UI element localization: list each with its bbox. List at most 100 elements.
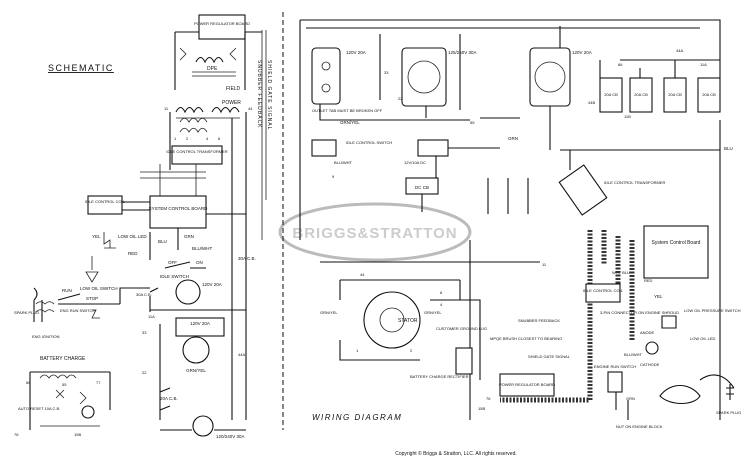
sch-power-regulator-label: POWER REGULATOR BOARD bbox=[194, 21, 250, 26]
wd-low-oil-pressure-label: LOW OIL PRESSURE SWITCH bbox=[684, 308, 741, 313]
sch-system-control-label: SYSTEM CONTROL BOARD bbox=[149, 206, 209, 211]
sch-low-oil-led-label: LOW OIL LED bbox=[118, 234, 147, 239]
wd-grn-yel-label: GRN/YEL bbox=[340, 120, 360, 125]
wd-wire-2: 2 bbox=[410, 348, 413, 353]
sch-wire-11a: 11A bbox=[148, 314, 155, 319]
wd-grn-label: GRN bbox=[508, 136, 518, 141]
wd-red-label: RED bbox=[644, 278, 653, 283]
wd-low-oil-led-label: LOW OIL LED bbox=[690, 336, 716, 341]
wd-wire-6: 6 bbox=[440, 290, 443, 295]
sch-blu-wht-label: BLU/WHT bbox=[192, 246, 213, 251]
wd-shield-gate-label: SHIELD GATE SIGNAL bbox=[528, 354, 571, 359]
sch-outlet-120v-20a-icon bbox=[175, 279, 201, 305]
sch-wire-15b: 15B bbox=[74, 432, 81, 437]
wd-stator-grn-yel-left: GRN/YEL bbox=[320, 310, 338, 315]
sch-on-label: ON bbox=[196, 260, 203, 265]
watermark-text: BRIGGS&STRATTON bbox=[292, 225, 457, 242]
wd-outlet-note: OUTLET TAB MUST BE BROKEN OFF bbox=[312, 108, 383, 113]
sch-run-label: RUN bbox=[62, 288, 72, 293]
wd-wire-1: 1 bbox=[356, 348, 359, 353]
watermark: BRIGGS&STRATTON bbox=[278, 202, 472, 262]
sch-snubber-feedback-label: SNUBBER FEEDBACK bbox=[256, 60, 262, 129]
wd-stator bbox=[363, 291, 421, 349]
sch-stop-label: STOP bbox=[86, 296, 98, 301]
wd-blu-wht-label: BLU/WHT bbox=[334, 160, 353, 165]
sch-wire-4: 4 bbox=[206, 136, 209, 141]
wd-wire-harness bbox=[500, 230, 635, 403]
sch-yel-label: YEL bbox=[92, 234, 101, 239]
wd-wire-4: 4 bbox=[440, 302, 443, 307]
sch-cb-30a-label: 30A C.B. bbox=[136, 292, 152, 297]
wd-dc-12v-receptacle bbox=[417, 139, 449, 157]
sch-idle-control-transformer bbox=[171, 145, 223, 165]
sch-cb-20a-label: 20A C.B. bbox=[160, 396, 178, 401]
wd-wire-44b: 44B bbox=[588, 100, 595, 105]
copyright-text: Copyright © Briggs & Stratton, LLC. All … bbox=[395, 450, 517, 457]
sch-field-label: FIELD bbox=[226, 86, 241, 92]
wd-stator-grn-yel-right: GRN/YEL bbox=[424, 310, 442, 315]
sch-duplex-outlet-icon bbox=[182, 336, 210, 364]
wd-yel-label: YEL bbox=[654, 294, 663, 299]
wd-outlet-120v-20a-a bbox=[311, 47, 341, 105]
sch-wire-44a: 44A bbox=[238, 352, 245, 357]
sch-wire-33: 33 bbox=[142, 330, 147, 335]
wd-blu-wht-b-label: BLU/WHT bbox=[624, 352, 643, 357]
wd-cb-20a-4 bbox=[697, 77, 721, 113]
sch-eng-ignition-label: ENG IGNITION bbox=[32, 334, 60, 339]
wd-system-control-board bbox=[643, 225, 709, 279]
sch-outlet-120-240v-icon bbox=[192, 415, 214, 437]
wd-power-regulator-board bbox=[499, 373, 555, 397]
wd-cb-20a-3-label: 20A CB bbox=[668, 92, 682, 97]
sch-battery-terminal-icon bbox=[81, 405, 95, 419]
wd-snubber-feedback-label: SNUBBER FEEDBACK bbox=[518, 318, 560, 323]
sch-idle-switch-label: IDLE SWITCH bbox=[160, 274, 189, 279]
wd-wire-33: 33 bbox=[384, 70, 389, 75]
sch-wire-1: 1 bbox=[174, 136, 177, 141]
wd-low-oil-pressure-switch-icon bbox=[661, 315, 677, 329]
wd-idle-control-switch-label: IDLE CONTROL SWITCH bbox=[346, 140, 392, 145]
sch-blu-label: BLU bbox=[158, 239, 167, 244]
sch-power-label: POWER bbox=[222, 100, 241, 106]
wd-wire-44: 44 bbox=[360, 272, 365, 277]
sch-battery-charge-label: BATTERY CHARGE bbox=[40, 356, 86, 362]
sch-spark-plug-label: SPARK PLUG bbox=[14, 310, 39, 315]
sch-auto-reset-label: AUTO RESET 10A C.B. bbox=[18, 406, 60, 411]
sch-wire-11: 11 bbox=[164, 106, 169, 111]
wd-idle-control-coil bbox=[585, 283, 621, 303]
sch-power-regulator-board bbox=[198, 14, 246, 40]
wd-wire-9: 9 bbox=[332, 174, 335, 179]
sch-cb-30a-b-label: 30A C.B. bbox=[238, 256, 256, 261]
sch-grn-label: GRN bbox=[184, 234, 194, 239]
sch-grn-yel-label: GRN/YEL bbox=[186, 368, 206, 373]
sch-low-oil-switch-label: LOW OIL SWITCH bbox=[80, 286, 118, 291]
wd-dc-12v-label: 12V/10A DC bbox=[404, 160, 426, 165]
wd-spark-plug-label: SPARK PLUG bbox=[716, 410, 741, 415]
wd-wire-11: 11 bbox=[542, 262, 547, 267]
wd-cb-20a-1-label: 20A CB bbox=[604, 92, 618, 97]
sch-cb-120v-20a-label: 120V 20A bbox=[190, 321, 210, 326]
wd-engine-run-switch bbox=[607, 371, 623, 393]
wd-wire-11b: 11B bbox=[624, 114, 631, 119]
wd-battery-charge-rectifier bbox=[455, 347, 473, 375]
sch-outlet-120-240v-label: 120/240V 30A bbox=[216, 434, 245, 439]
sch-system-control-board bbox=[149, 195, 207, 229]
sch-off-label: OFF bbox=[168, 260, 177, 265]
sch-wire-77: 77 bbox=[96, 380, 101, 385]
wd-system-control-label: System Control Board bbox=[652, 240, 701, 246]
wd-stator-label: STATOR bbox=[398, 318, 418, 324]
wd-wire-66: 66 bbox=[618, 62, 623, 67]
wd-grn-b-label: GRN bbox=[626, 396, 635, 401]
wd-wire-44a: 44A bbox=[676, 48, 683, 53]
wd-cb-20a-2-label: 20A CB bbox=[634, 92, 648, 97]
sch-idle-coil-label: IDLE CONTROL COIL bbox=[85, 199, 126, 204]
wd-blu-label: BLU bbox=[724, 146, 733, 151]
wd-idle-coil-label: IDLE CONTROL COIL bbox=[583, 288, 624, 293]
sch-eng-run-switch-label: ENG RUN SWITCH bbox=[60, 308, 95, 313]
wd-wire-22: 22 bbox=[398, 96, 403, 101]
wd-cathode-label: CATHODE bbox=[640, 362, 660, 367]
wd-cb-20a-1 bbox=[599, 77, 623, 113]
wd-wire-15b: 15B bbox=[478, 406, 485, 411]
wiring-diagram-title: WIRING DIAGRAM bbox=[312, 413, 402, 422]
sch-wire-44: 44 bbox=[248, 106, 253, 111]
sch-wire-55: 55 bbox=[62, 382, 67, 387]
